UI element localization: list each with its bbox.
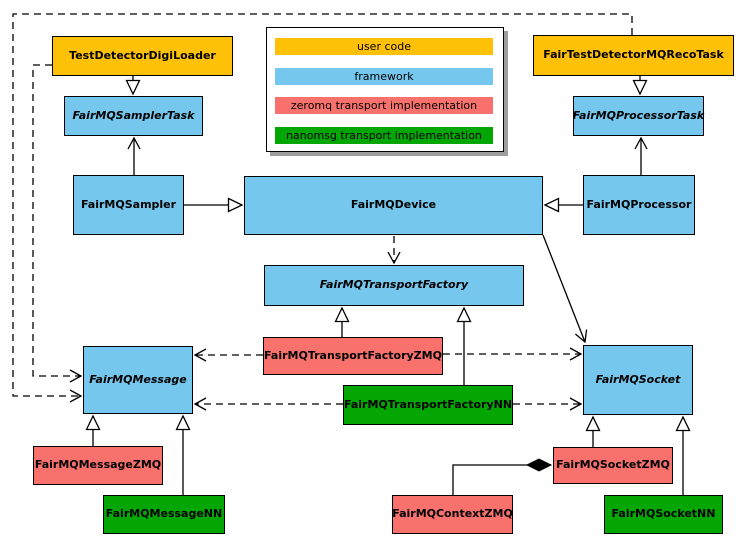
legend-item-nanomsg: nanomsg transport implementation	[275, 127, 493, 144]
edge-device-socket	[542, 234, 588, 344]
node-fairmqsocket: FairMQSocket	[583, 345, 693, 415]
node-fairmqsocketzmq: FairMQSocketZMQ	[553, 447, 673, 484]
node-fairmqsocketnn: FairMQSocketNN	[604, 495, 723, 534]
edge-digiloader-message	[32, 64, 83, 383]
node-fairmqtransportfactoryzmq: FairMQTransportFactoryZMQ	[263, 337, 443, 375]
legend: user code framework zeromq transport imp…	[266, 27, 504, 152]
legend-item-zeromq: zeromq transport implementation	[275, 97, 493, 114]
node-fairmqtransportfactory: FairMQTransportFactory	[264, 265, 524, 306]
node-fairmqsamplertask: FairMQSamplerTask	[64, 96, 203, 136]
legend-item-framework: framework	[275, 68, 493, 85]
node-testdetectordigiloader: TestDetectorDigiLoader	[52, 36, 233, 76]
node-fairtestdetectormqrecotask: FairTestDetectorMQRecoTask	[533, 35, 734, 76]
legend-item-user-code: user code	[275, 38, 493, 55]
edge-contextzmq-socketzmq	[452, 465, 551, 495]
node-fairmqdevice: FairMQDevice	[244, 176, 543, 235]
node-fairmqprocessor: FairMQProcessor	[583, 175, 695, 235]
node-fairmqmessagenn: FairMQMessageNN	[103, 495, 225, 534]
edge-recotask-message	[12, 13, 633, 403]
node-fairmqmessagezmq: FairMQMessageZMQ	[33, 446, 163, 485]
node-fairmqcontextzmq: FairMQContextZMQ	[392, 495, 513, 534]
node-fairmqmessage: FairMQMessage	[83, 346, 193, 414]
node-fairmqsampler: FairMQSampler	[73, 175, 184, 235]
node-fairmqprocessortask: FairMQProcessorTask	[573, 96, 704, 136]
node-fairmqtransportfactorynn: FairMQTransportFactoryNN	[343, 385, 513, 425]
